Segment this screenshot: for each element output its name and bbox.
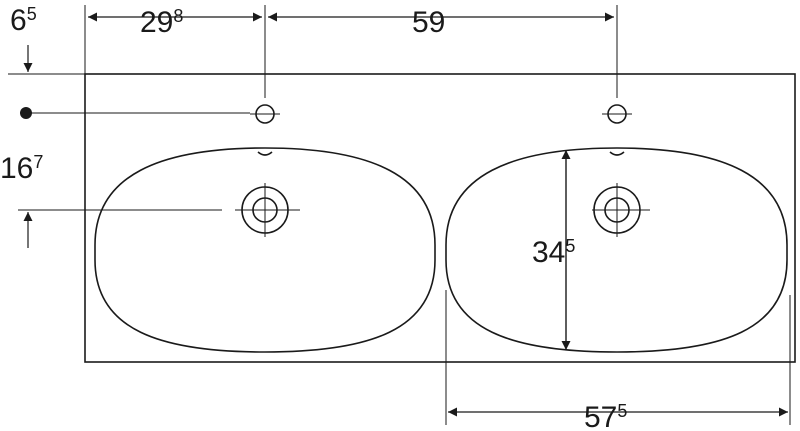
dim-label-6-5: 65	[10, 4, 37, 37]
dim-label-59: 59	[412, 6, 445, 39]
dim-label-16-7: 167	[0, 152, 43, 185]
left-basin	[94, 147, 436, 353]
dim-label-29-8: 298	[140, 6, 183, 39]
reference-dot	[20, 107, 32, 119]
left-overflow-slot	[257, 151, 273, 156]
countertop-outline	[84, 73, 796, 363]
dim-label-57-5: 575	[584, 401, 627, 431]
right-overflow-slot	[609, 151, 625, 156]
dim-label-34-5: 345	[532, 236, 575, 269]
right-basin	[445, 147, 788, 353]
